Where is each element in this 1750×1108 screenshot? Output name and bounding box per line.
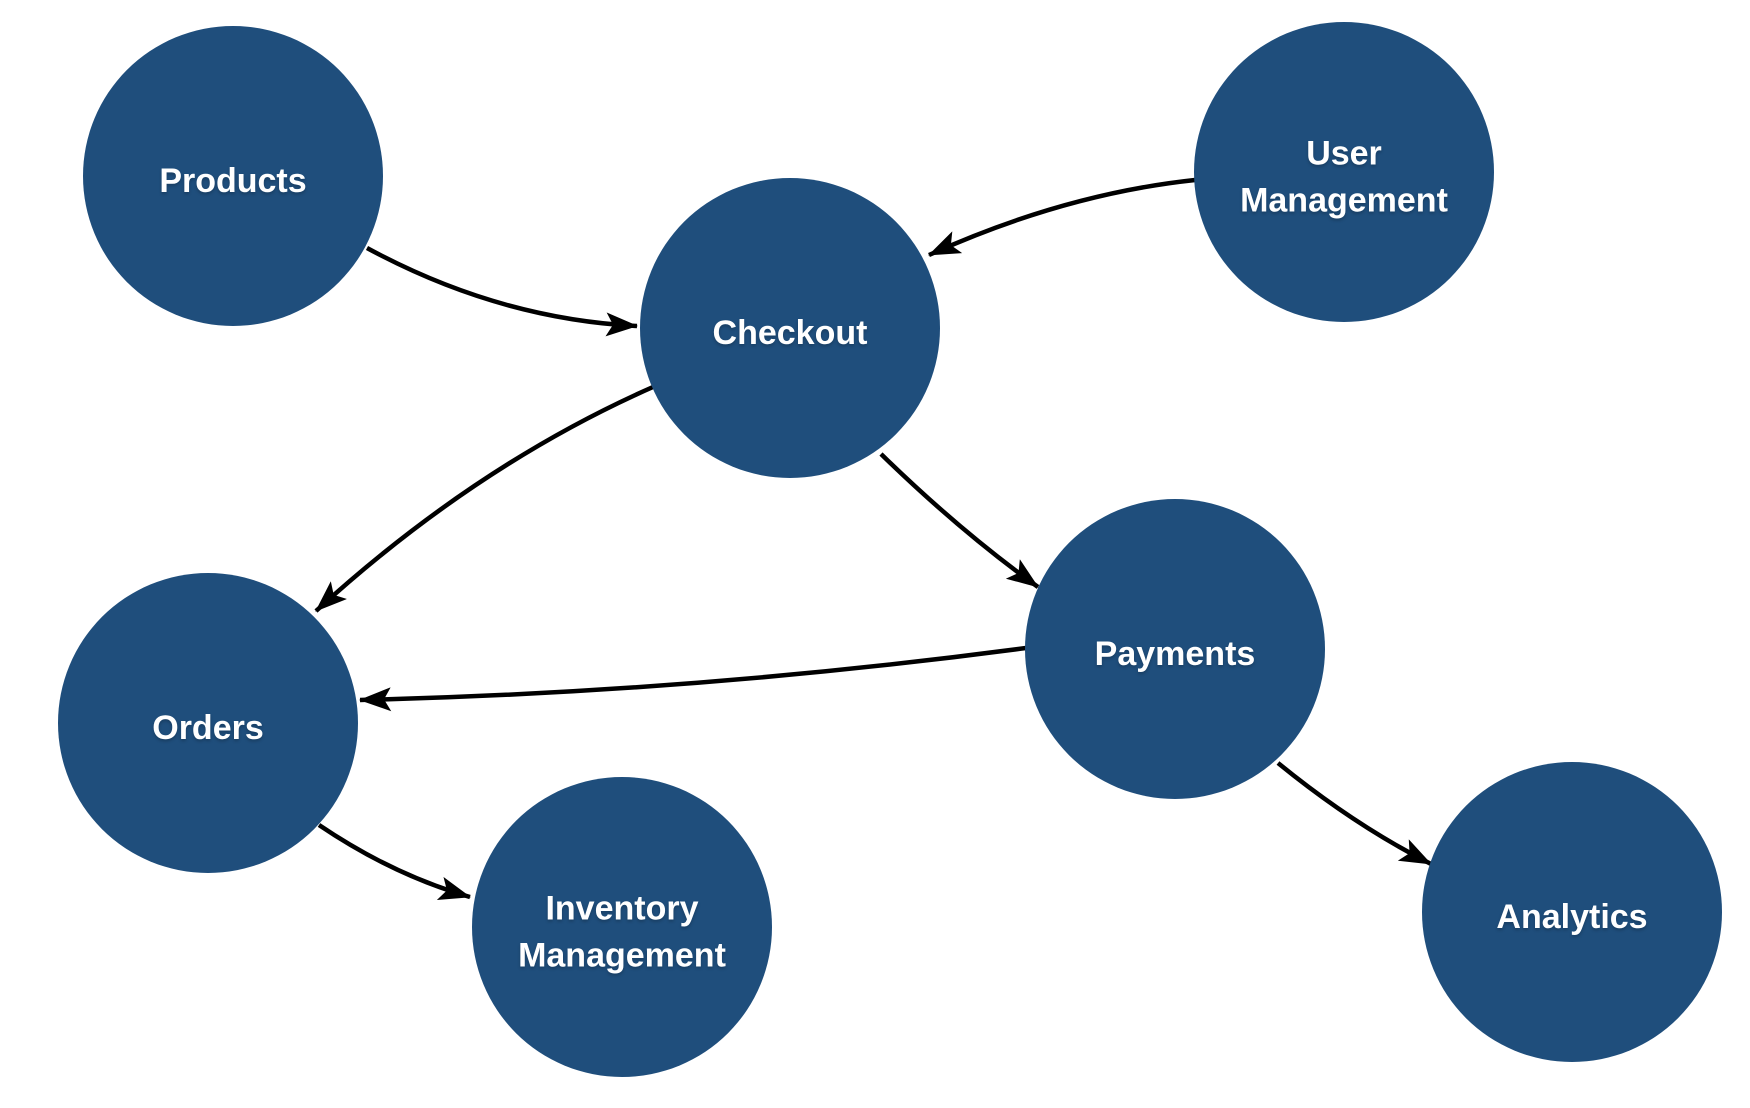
node-label-line: Checkout: [713, 314, 868, 352]
node-orders-label: Orders: [152, 709, 264, 747]
node-checkout-label: Checkout: [713, 314, 868, 352]
node-user-management-circle: [1194, 22, 1494, 322]
edge-checkout-to-orders: [314, 384, 654, 613]
node-label-line: Management: [1240, 182, 1448, 220]
node-inventory-management-circle: [472, 777, 772, 1077]
node-label-line: Payments: [1095, 635, 1256, 673]
node-label-line: Products: [159, 162, 306, 200]
node-checkout-circle: [640, 178, 940, 478]
edge-payments-to-analytics: [1276, 761, 1433, 867]
node-label-line: User: [1306, 135, 1382, 173]
node-analytics-label: Analytics: [1496, 898, 1647, 936]
edge-payments-to-orders: [359, 645, 1027, 712]
node-analytics-circle: [1422, 762, 1722, 1062]
node-label-line: Analytics: [1496, 898, 1647, 936]
node-products-circle: [83, 26, 383, 326]
edge-checkout-to-payments: [879, 452, 1040, 589]
node-payments-label: Payments: [1095, 635, 1256, 673]
node-label-line: Orders: [152, 709, 264, 747]
node-orders: Orders: [58, 573, 358, 873]
node-label-line: Management: [518, 937, 726, 975]
node-payments-circle: [1025, 499, 1325, 799]
edge-user-management-to-checkout: [928, 177, 1196, 258]
node-checkout: Checkout: [640, 178, 940, 478]
node-products: Products: [83, 26, 383, 326]
node-payments: Payments: [1025, 499, 1325, 799]
node-products-label: Products: [159, 162, 306, 200]
node-analytics: Analytics: [1422, 762, 1722, 1062]
edge-orders-to-inventory-management: [317, 823, 471, 901]
edge-products-to-checkout: [365, 246, 638, 337]
node-label-line: Inventory: [545, 890, 698, 928]
node-orders-circle: [58, 573, 358, 873]
